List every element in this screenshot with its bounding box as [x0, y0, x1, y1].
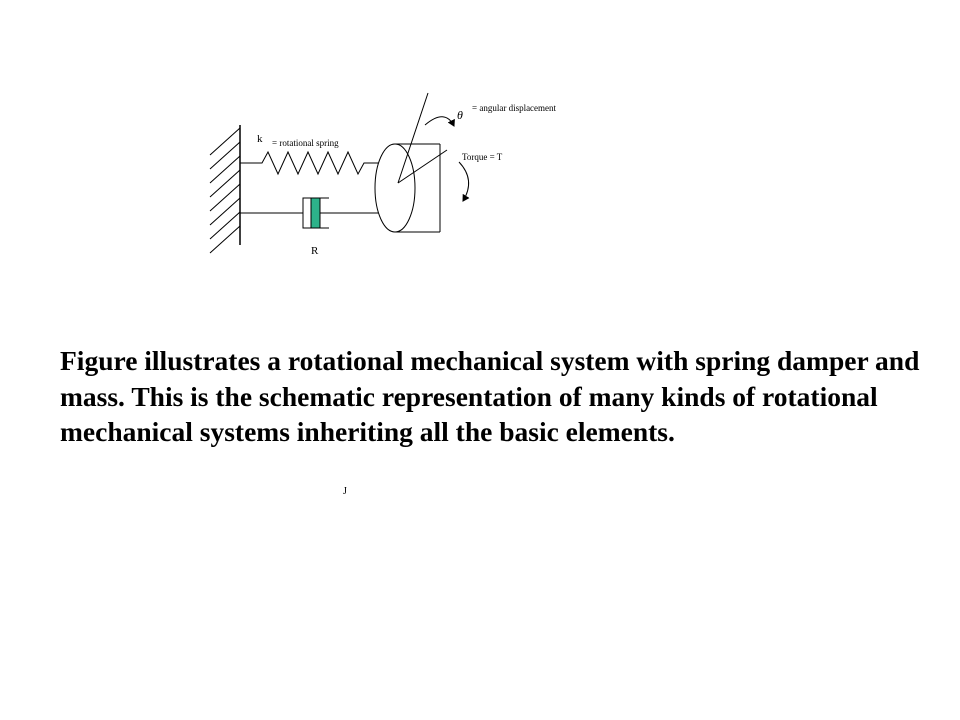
- fixed-wall: [209, 125, 241, 254]
- rotational-system-diagram: k = rotational spring R θ = angular disp…: [209, 92, 557, 257]
- theta-arrow: [424, 116, 455, 127]
- reference-line: [397, 92, 429, 184]
- inertia-symbol: J: [343, 486, 347, 497]
- torque-label: Torque = T: [462, 152, 503, 162]
- damper-piston: [310, 197, 321, 229]
- theta-label: = angular displacement: [472, 103, 557, 113]
- figure-caption: Figure illustrates a rotational mechanic…: [60, 345, 920, 447]
- displacement-line: [397, 149, 448, 184]
- damper-symbol: R: [311, 245, 319, 257]
- theta-symbol: θ: [457, 108, 463, 122]
- rotational-damper: [240, 197, 385, 229]
- inertia-disk: [374, 143, 441, 233]
- rotational-spring: [240, 150, 383, 176]
- spring-label: = rotational spring: [272, 138, 339, 148]
- torque-arrow: [458, 161, 470, 202]
- spring-symbol: k: [257, 133, 263, 145]
